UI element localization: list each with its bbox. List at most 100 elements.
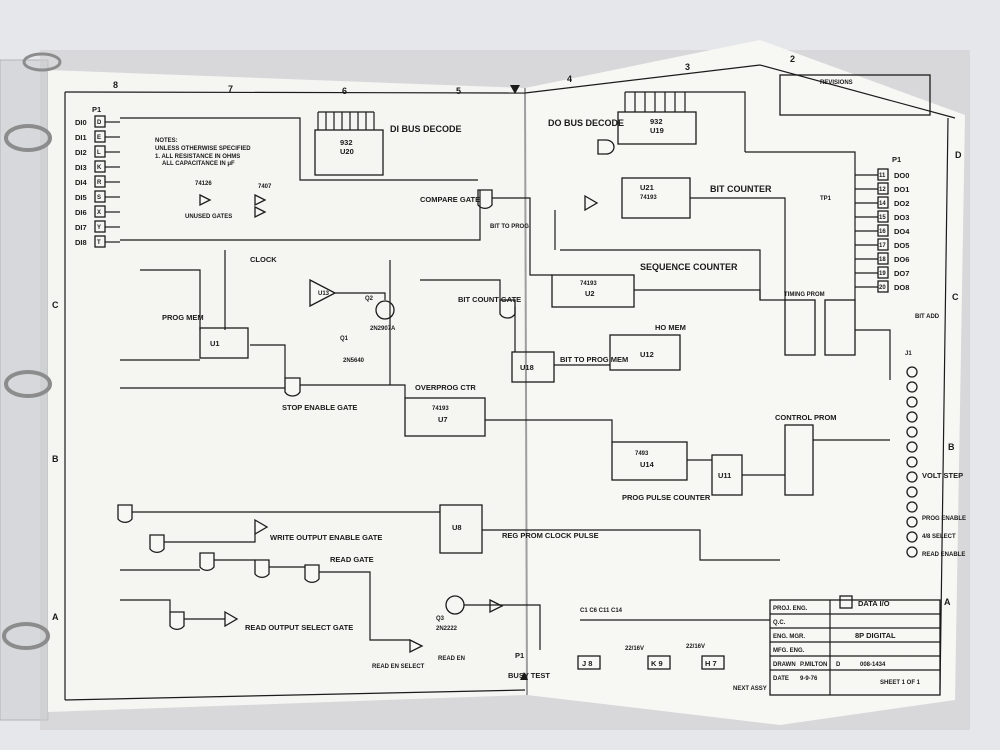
tb-date-val: 9-9-76 bbox=[800, 676, 818, 682]
tb-drawn-by: P.MILTON bbox=[800, 662, 827, 668]
grid-col-4: 4 bbox=[567, 74, 572, 84]
write-output-enable-gate-label: WRITE OUTPUT ENABLE GATE bbox=[270, 533, 382, 542]
notes-chip-b: 7407 bbox=[258, 184, 272, 190]
compare-gate: COMPARE GATE BIT TO PROG bbox=[420, 189, 529, 230]
tb-drawn: DRAWN bbox=[773, 662, 796, 668]
grid-row-b-right: B bbox=[948, 442, 955, 452]
p1-pin-0: D bbox=[97, 120, 102, 126]
control-prom: CONTROL PROM bbox=[775, 413, 837, 496]
q2-ref: Q2 bbox=[365, 296, 374, 302]
u11-ref: U11 bbox=[718, 471, 731, 480]
q3-part: 2N2222 bbox=[436, 626, 458, 632]
do-output-8: DO8 bbox=[894, 283, 909, 292]
read-en-select-label: READ EN SELECT bbox=[372, 664, 425, 670]
title-block: PROJ. ENG. Q.C. ENG. MGR. MFG. ENG. DRAW… bbox=[769, 595, 941, 696]
p1-input-0: DI0 bbox=[75, 118, 87, 127]
p1-pin-8: T bbox=[97, 240, 101, 246]
tb-drawing: 8P DIGITAL bbox=[855, 631, 896, 640]
u8-block: U8 REG PROM CLOCK PULSE bbox=[439, 504, 599, 554]
grid-col-2: 2 bbox=[790, 54, 795, 64]
sequence-counter: SEQUENCE COUNTER 74193 U2 bbox=[551, 262, 738, 308]
read-enable-label: READ ENABLE bbox=[922, 552, 965, 558]
p1-pin-7: Y bbox=[97, 225, 101, 231]
p1-input-2: DI2 bbox=[75, 148, 87, 157]
u13-ref: U13 bbox=[318, 291, 330, 297]
di-bus-decode: DI BUS DECODE 932 U20 bbox=[314, 111, 462, 176]
grid-col-5: 5 bbox=[456, 86, 461, 96]
read-en-label: READ EN bbox=[438, 656, 465, 662]
notes-title: NOTES: bbox=[155, 138, 178, 144]
u19-ref: U19 bbox=[650, 126, 664, 135]
do-output-2: DO2 bbox=[894, 199, 909, 208]
bottom-arrow-icon bbox=[520, 672, 528, 680]
tb-qc: Q.C. bbox=[773, 620, 786, 626]
top-arrow-icon bbox=[510, 85, 520, 94]
bit-counter-label: BIT COUNTER bbox=[710, 184, 772, 194]
notes-block: NOTES: UNLESS OTHERWISE SPECIFIED 1. ALL… bbox=[155, 138, 272, 220]
p1-pin-1: E bbox=[97, 135, 101, 141]
u21-num: 74193 bbox=[640, 195, 657, 201]
data-io-logo-icon bbox=[839, 595, 853, 609]
write-read-gates: WRITE OUTPUT ENABLE GATE READ GATE READ … bbox=[117, 504, 382, 632]
u2-num: 74193 bbox=[580, 281, 597, 287]
j1-pin-circle bbox=[906, 546, 918, 558]
j1-pin-circle bbox=[906, 396, 918, 408]
bit-count-gate-label: BIT COUNT GATE bbox=[458, 295, 521, 304]
bit-add-label: BIT ADD bbox=[915, 314, 940, 320]
bit-to-prog-label: BIT TO PROG bbox=[490, 224, 529, 230]
bit-to-prog-mem: U18 BIT TO PROG MEM bbox=[511, 351, 628, 383]
j1-pin-circle bbox=[906, 531, 918, 543]
p1-pin-2: L bbox=[97, 150, 101, 156]
j1-label: J1 bbox=[905, 351, 912, 357]
timing-prom: TIMING PROM bbox=[784, 292, 856, 356]
grid-col-7: 7 bbox=[228, 84, 233, 94]
u1-ref: U1 bbox=[210, 339, 220, 348]
binder-rings bbox=[2, 52, 62, 650]
read-en-block: Q3 2N2222 READ EN SELECT READ EN P1 BUSY… bbox=[372, 595, 550, 680]
notes-line3: ALL CAPACITANCE IN μF bbox=[162, 161, 235, 167]
do-pin-8: 20 bbox=[879, 285, 886, 291]
j1-pin-circle bbox=[906, 381, 918, 393]
p1-header: P1 bbox=[92, 105, 101, 114]
do-pin-6: 18 bbox=[879, 257, 886, 263]
do-pin-4: 16 bbox=[879, 229, 886, 235]
u21-ref: U21 bbox=[640, 183, 654, 192]
tb-date: DATE bbox=[773, 676, 789, 682]
p1-input-3: DI3 bbox=[75, 163, 87, 172]
q2-transistor bbox=[375, 300, 395, 320]
j1-pin-circle bbox=[906, 471, 918, 483]
p1-input-1: DI1 bbox=[75, 133, 87, 142]
j1-pin-circle bbox=[906, 501, 918, 513]
do-pin-7: 19 bbox=[879, 271, 886, 277]
notes-line2: 1. ALL RESISTANCE IN OHMS bbox=[155, 154, 240, 160]
do-pin-3: 15 bbox=[879, 215, 886, 221]
bit-to-prog-mem-label: BIT TO PROG MEM bbox=[560, 355, 628, 364]
prog-enable-label: PROG ENABLE bbox=[922, 516, 966, 522]
grid-row-c-right: C bbox=[952, 292, 959, 302]
u20-num: 932 bbox=[340, 138, 353, 147]
u20-ref: U20 bbox=[340, 147, 354, 156]
q1-ref: Q1 bbox=[340, 336, 349, 342]
j1-pin-circle bbox=[906, 411, 918, 423]
q3-ref: Q3 bbox=[436, 616, 445, 622]
u2-ref: U2 bbox=[585, 289, 595, 298]
cap-val-a: 22/16V bbox=[625, 646, 644, 652]
timing-prom-label: TIMING PROM bbox=[784, 292, 825, 298]
bottom-p1-label: P1 bbox=[515, 651, 524, 660]
do-pin-1: 12 bbox=[879, 187, 886, 193]
tb-company: DATA I/O bbox=[858, 599, 890, 608]
p1-input-8: DI8 bbox=[75, 238, 87, 247]
grid-row-d-right: D bbox=[955, 150, 962, 160]
busy-test-label: BUSY TEST bbox=[508, 671, 550, 680]
reg-prom-clock-pulse-label: REG PROM CLOCK PULSE bbox=[502, 531, 599, 540]
prog-pulse-counter-label: PROG PULSE COUNTER bbox=[622, 493, 711, 502]
next-assy-label: NEXT ASSY bbox=[733, 686, 767, 692]
do-bus-decode-label: DO BUS DECODE bbox=[548, 118, 624, 128]
do-bus-decode: DO BUS DECODE 932 U19 bbox=[548, 91, 746, 155]
stop-enable-gate: STOP ENABLE GATE bbox=[282, 377, 357, 412]
u16-gate-top bbox=[597, 139, 615, 155]
u7-num: 74193 bbox=[432, 406, 449, 412]
clock-label: CLOCK bbox=[250, 255, 277, 264]
